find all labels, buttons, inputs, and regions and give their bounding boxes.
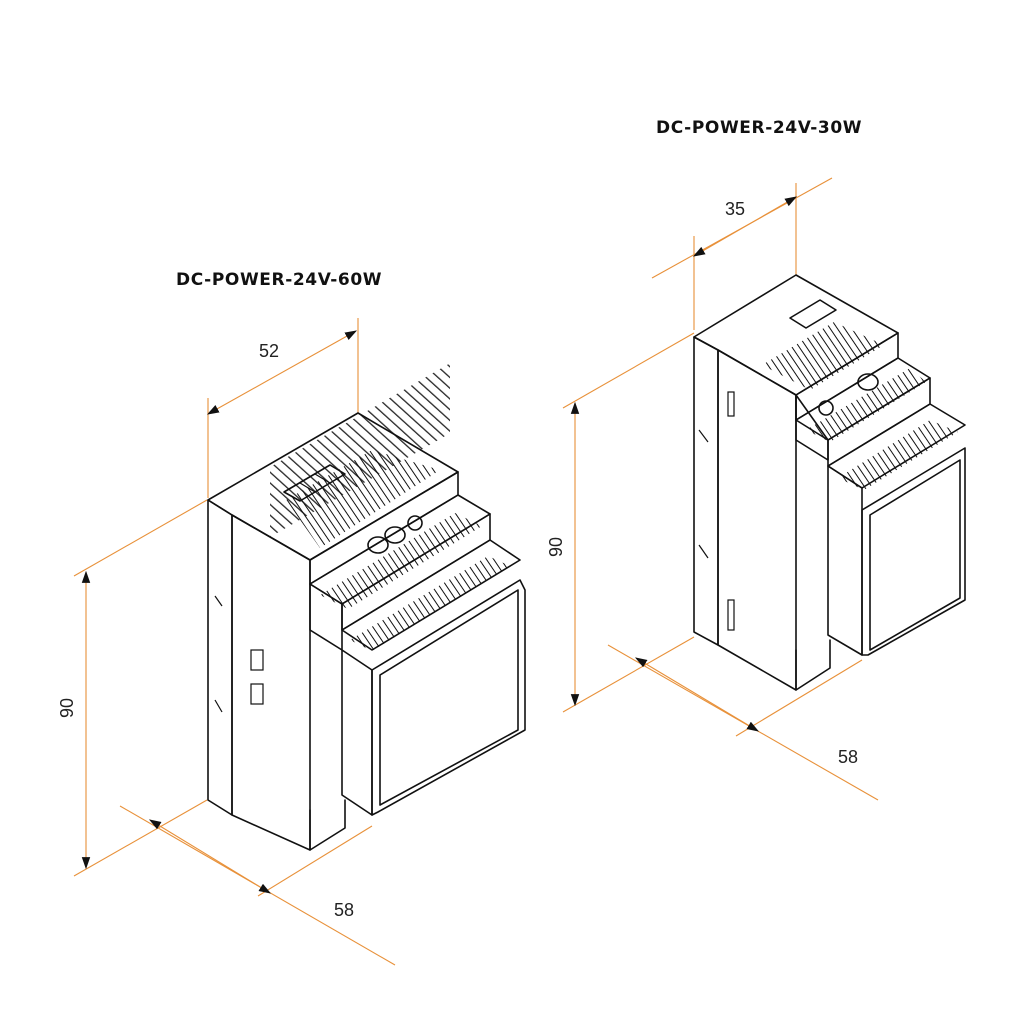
device-30w: DC-POWER-24V-30W 35 90 58 <box>546 118 966 801</box>
device-body-30w <box>693 274 966 691</box>
dim-depth-60w: 58 <box>334 900 354 920</box>
dimension-lines-60w <box>73 318 396 966</box>
dim-height-60w: 90 <box>57 698 77 718</box>
dim-width-60w: 52 <box>259 341 279 361</box>
model-title-30w: DC-POWER-24V-30W <box>656 118 862 138</box>
device-body-60w <box>207 363 526 851</box>
dimension-lines-30w <box>562 177 879 801</box>
device-60w: DC-POWER-24V-60W 52 90 58 <box>57 270 526 966</box>
model-title-60w: DC-POWER-24V-60W <box>176 270 382 290</box>
dim-height-30w: 90 <box>546 537 566 557</box>
dim-depth-30w: 58 <box>838 747 858 767</box>
dim-width-30w: 35 <box>725 199 745 219</box>
